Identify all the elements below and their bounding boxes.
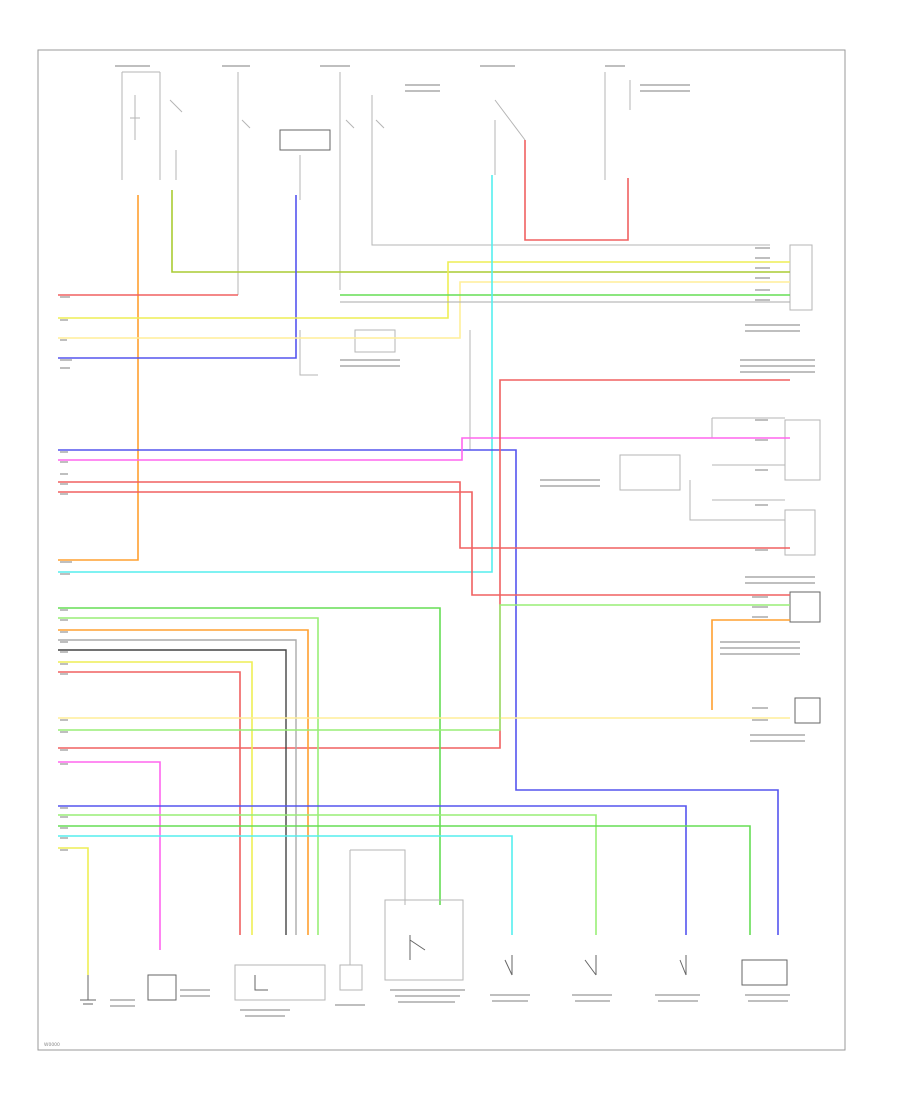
- pressure-switch-2: [584, 955, 597, 976]
- sensor-box-top: [354, 329, 396, 353]
- wire-pink-row: [58, 437, 790, 461]
- wire-green-row1: [58, 607, 441, 905]
- wire-yellow-vertical: [58, 847, 89, 975]
- wire-olive-top: [171, 190, 790, 273]
- sensor-block-right: [794, 697, 821, 724]
- sensor-module-2: [234, 964, 326, 1001]
- wire-red-row4: [58, 379, 790, 749]
- wire-orange-left: [58, 195, 139, 561]
- temperature-sensor-box: [741, 959, 788, 986]
- wire-color-labels: [60, 65, 815, 1017]
- wire-green-row2: [58, 604, 790, 731]
- wire-red-row2: [58, 481, 790, 549]
- wire-cyan-row: [58, 835, 513, 935]
- wire-blue-top: [58, 195, 297, 359]
- top-power-circuits: [121, 71, 770, 450]
- right-connectors: [619, 244, 821, 724]
- wire-blue-row: [58, 449, 779, 935]
- wire-red-top: [524, 140, 629, 241]
- wire-orange-right: [711, 619, 790, 710]
- sensor-box-1: [147, 974, 177, 1001]
- connector-block-mid: [789, 591, 821, 623]
- wire-lightyellow-row: [58, 281, 790, 339]
- wire-yellow-row: [58, 261, 790, 319]
- wire-gray-row: [58, 639, 297, 935]
- wire-pink-vertical: [58, 761, 161, 950]
- wire-lightgreen-row2: [58, 814, 597, 935]
- wire-orange-row: [58, 629, 309, 935]
- wire-cyan-vertical: [58, 175, 493, 573]
- relay-box: [279, 129, 331, 151]
- bottom-components: [80, 849, 788, 1005]
- footer-code: W0000: [44, 1042, 60, 1048]
- switch-box: [339, 964, 363, 991]
- wire-red-row5: [58, 671, 241, 935]
- diagram-frame: [37, 49, 846, 1051]
- wire-black-row: [58, 649, 287, 935]
- wire-blue-row3: [58, 805, 687, 935]
- wire-green-row3: [58, 825, 751, 935]
- wire-yellow-row2: [58, 661, 253, 935]
- pressure-switch-3: [679, 955, 687, 976]
- wire-lightgreen-row1: [58, 617, 319, 935]
- wire-red-row3: [58, 491, 790, 596]
- ground-symbol-left: [80, 975, 96, 1005]
- switch-module-center: [384, 899, 464, 981]
- pressure-switch-1: [504, 955, 513, 976]
